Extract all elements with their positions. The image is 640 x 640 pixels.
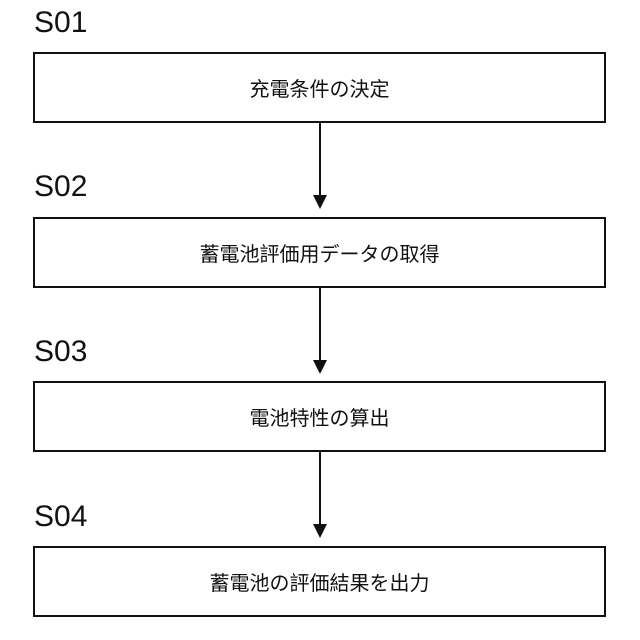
step-box-s01: 充電条件の決定: [33, 52, 606, 123]
step-text-s02: 蓄電池評価用データの取得: [200, 238, 440, 267]
arrow-s03-to-s04: [310, 452, 330, 538]
step-label-s01: S01: [34, 8, 87, 38]
step-label-s03: S03: [34, 337, 87, 367]
arrow-s01-to-s02: [310, 123, 330, 209]
step-label-s04: S04: [34, 502, 87, 532]
step-text-s03: 電池特性の算出: [250, 402, 390, 431]
arrow-s02-to-s03: [310, 288, 330, 374]
step-text-s01: 充電条件の決定: [250, 73, 390, 102]
step-box-s02: 蓄電池評価用データの取得: [33, 217, 606, 288]
step-text-s04: 蓄電池の評価結果を出力: [210, 567, 430, 596]
step-box-s04: 蓄電池の評価結果を出力: [33, 546, 606, 617]
step-label-s02: S02: [34, 172, 87, 202]
step-box-s03: 電池特性の算出: [33, 381, 606, 452]
